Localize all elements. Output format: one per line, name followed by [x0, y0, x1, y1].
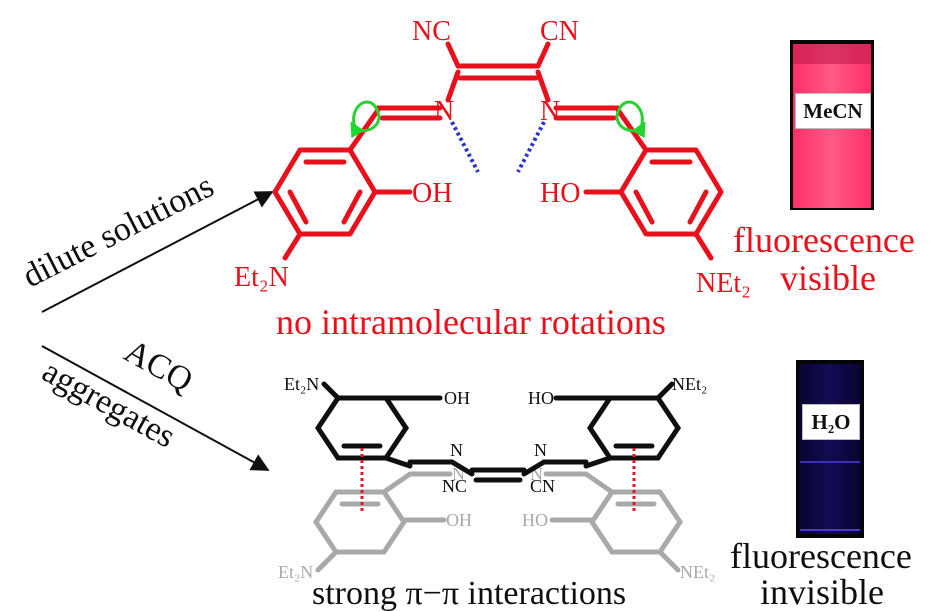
black-n-left-label: N	[450, 440, 463, 460]
black-ho-label: HO	[528, 388, 554, 408]
ho-right-label: HO	[540, 178, 580, 209]
amine-left-label: Et₂N	[234, 262, 289, 293]
black-amine-right-label: NEt₂	[672, 374, 707, 394]
dilute-solutions-label: dilute solutions	[17, 167, 220, 295]
bottom-molecule-black	[314, 381, 682, 483]
gray-amine-right-label: NEt₂	[680, 562, 715, 582]
top-caption: no intramolecular rotations	[276, 302, 666, 342]
black-cn-label: CN	[530, 476, 555, 496]
black-amine-left-label: Et₂N	[284, 374, 319, 394]
black-nc-label: NC	[442, 476, 467, 496]
mecn-vial-label: MeCN	[795, 93, 871, 129]
acq-label: ACQ	[118, 333, 199, 400]
bottom-molecule-gray-labels: Et₂N NEt₂ OH HO N N	[278, 464, 715, 582]
top-fluorescence-line2: visible	[780, 258, 876, 298]
black-oh-label: OH	[444, 388, 470, 408]
gray-ho-label: HO	[522, 510, 548, 530]
oh-left-label: OH	[412, 178, 452, 209]
bottom-fluorescence-line1: fluorescence	[730, 536, 912, 576]
n-left-label: N	[434, 96, 454, 127]
bottom-molecule-gray	[312, 471, 684, 573]
bottom-molecule-black-labels: Et₂N NEt₂ OH HO N N NC CN	[284, 374, 707, 496]
amine-right-label: NEt₂	[696, 268, 751, 299]
bottom-caption: strong π−π interactions	[312, 575, 626, 612]
vial-captions: fluorescence visible	[733, 220, 915, 298]
top-fluorescence-line1: fluorescence	[733, 220, 915, 260]
pi-stacking-lines	[360, 448, 636, 512]
top-molecule	[272, 41, 724, 261]
gray-oh-label: OH	[446, 510, 472, 530]
cn-right-label: CN	[540, 16, 579, 47]
top-molecule-labels: NC CN N N OH HO Et₂N NEt₂ no intramolecu…	[234, 16, 751, 342]
vial-water	[796, 360, 864, 538]
water-vial-label: H₂O	[802, 404, 860, 440]
upper-arrow	[41, 191, 274, 313]
n-right-label: N	[540, 96, 560, 127]
lower-arrow	[41, 345, 270, 471]
top-hydrogen-bonds	[450, 121, 546, 173]
nc-left-label: NC	[412, 16, 451, 47]
rotation-arrows	[350, 100, 646, 139]
bottom-fluorescence-line2: invisible	[760, 572, 884, 612]
vial-captions-bottom: fluorescence invisible	[730, 536, 912, 612]
gray-amine-left-label: Et₂N	[278, 562, 313, 582]
black-n-right-label: N	[534, 440, 547, 460]
